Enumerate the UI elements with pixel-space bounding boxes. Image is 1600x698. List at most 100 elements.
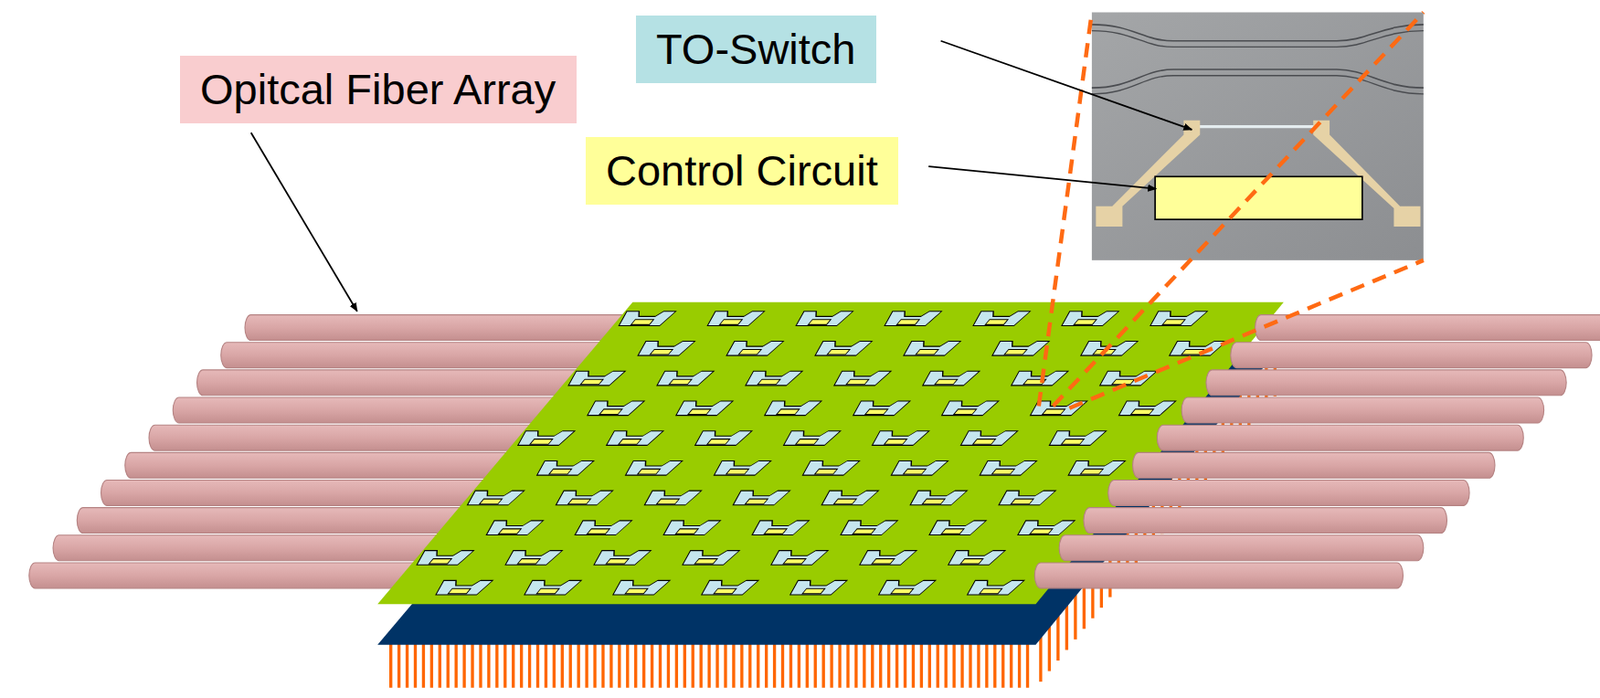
to-switch-icon [766, 550, 828, 566]
pin [715, 640, 719, 688]
switch-heater [826, 349, 850, 355]
to-switch-icon [1013, 520, 1075, 536]
pin [822, 640, 826, 688]
optical-fiber [148, 424, 563, 451]
to-switch-icon [943, 550, 1006, 566]
pin [1048, 625, 1051, 671]
switch-heater [675, 529, 699, 535]
to-switch-icon [608, 580, 670, 595]
pin [723, 640, 727, 688]
to-switch-icon [811, 341, 873, 357]
pin [805, 640, 809, 688]
to-switch-icon [582, 401, 645, 416]
switch-outline [709, 460, 772, 476]
optical-fiber [1206, 370, 1567, 396]
switch-heater [726, 468, 750, 475]
switch-heater [941, 529, 965, 535]
switch-heater [896, 319, 920, 326]
switch-heater [580, 379, 604, 385]
pin [797, 640, 801, 688]
pin [454, 640, 457, 688]
switch-outline [1006, 370, 1069, 386]
to-switch-icon [925, 520, 987, 536]
switch-heater [865, 409, 889, 415]
label-box: TO-Switch [635, 15, 877, 84]
to-switch-icon [956, 431, 1018, 446]
switch-outline [703, 311, 765, 327]
pin [438, 640, 442, 688]
pin [976, 640, 980, 688]
pin [462, 640, 466, 688]
pin [1056, 615, 1060, 661]
switch-heater [599, 409, 623, 415]
optical-fiber [1230, 342, 1592, 369]
switch-outline [432, 580, 494, 595]
switch-heater [688, 409, 711, 415]
pin [576, 640, 580, 688]
pin [625, 640, 629, 688]
switch-outline [1058, 311, 1120, 327]
switch-heater [795, 439, 819, 446]
zoom-line [1069, 260, 1423, 409]
pin [593, 640, 596, 688]
switch-outline [906, 490, 968, 506]
pin [1038, 636, 1042, 682]
pin [928, 640, 932, 688]
switch-outline [1045, 431, 1107, 446]
to-switch-icon [837, 520, 899, 536]
switch-heater [447, 588, 471, 594]
pin [1073, 594, 1077, 640]
pin [748, 640, 752, 688]
switch-outline [659, 520, 721, 536]
to-switch-icon [785, 580, 848, 595]
switch-outline [413, 550, 475, 566]
switch-heater [529, 439, 553, 446]
optical-fiber [1133, 452, 1495, 478]
waveguide [1091, 31, 1424, 48]
switch-outline [741, 370, 803, 386]
switch-outline [855, 550, 917, 566]
switch-heater [517, 559, 541, 565]
pin [691, 640, 695, 688]
switch-outline [1145, 311, 1208, 327]
pin [781, 640, 785, 688]
to-switch-icon [590, 550, 652, 566]
optical-fiber [29, 562, 452, 589]
pin [756, 640, 760, 688]
switch-outline [925, 520, 987, 536]
to-switch-icon [520, 580, 583, 595]
to-switch-icon [741, 370, 803, 386]
pin [634, 640, 637, 688]
switch-outline [987, 341, 1050, 357]
switch-outline [1114, 401, 1177, 416]
switch-heater [890, 588, 914, 594]
switch-heater [1010, 498, 1034, 505]
pin [617, 640, 621, 688]
pin [511, 640, 515, 688]
switch-outline [837, 520, 899, 536]
to-switch-icon [671, 401, 733, 416]
pin [936, 640, 940, 688]
pin [650, 640, 654, 688]
pin [413, 640, 417, 688]
to-switch-icon [653, 370, 715, 386]
switch-heater [637, 468, 661, 475]
switch-outline [937, 401, 999, 416]
pin [993, 640, 997, 688]
pin [397, 640, 401, 688]
pin [642, 640, 646, 688]
switch-outline [608, 580, 670, 595]
pin [569, 640, 573, 688]
to-switch-icon [1058, 311, 1120, 327]
pin [764, 640, 768, 688]
pin [1009, 640, 1013, 688]
switch-outline [640, 490, 702, 506]
switch-heater [903, 468, 927, 475]
switch-outline [690, 431, 753, 446]
to-switch-icon [995, 490, 1057, 506]
pin [731, 640, 735, 688]
to-switch-icon [874, 580, 936, 595]
to-switch-icon [963, 580, 1025, 595]
switch-heater [719, 319, 742, 326]
